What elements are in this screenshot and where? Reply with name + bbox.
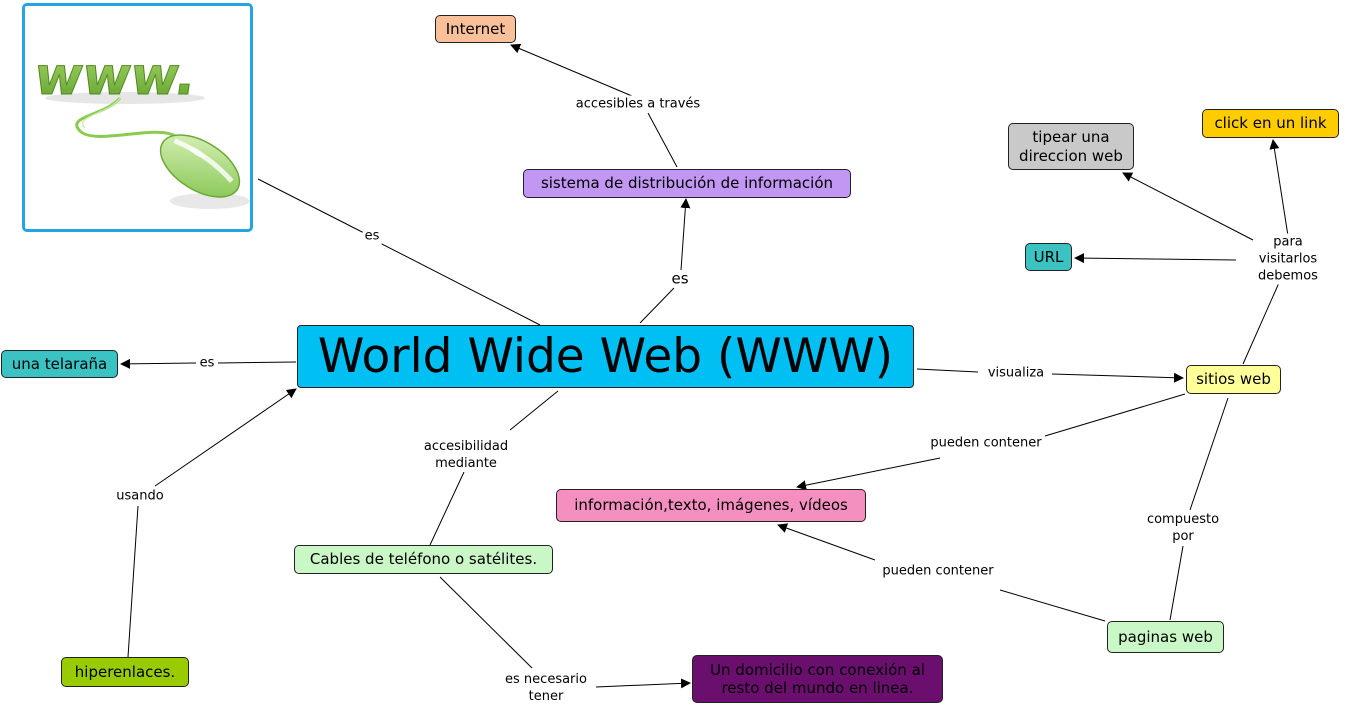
edge-www-visualiza: [916, 368, 979, 373]
node-world-wide-web[interactable]: World Wide Web (WWW): [297, 325, 914, 388]
edge-usando-www: [154, 388, 297, 487]
edge-www-accesibilidad: [509, 390, 559, 431]
edge-www-es2: [639, 287, 675, 324]
www-mouse-icon: www.: [30, 47, 250, 209]
link-label-usando: usando: [114, 487, 166, 505]
edge-sitios-pueden1: [1044, 393, 1186, 437]
edge-image-es: [257, 178, 371, 237]
node-sistema-distribucion[interactable]: sistema de distribución de información: [523, 169, 851, 198]
edge-sistema-accesibles: [647, 112, 678, 168]
node-telarana[interactable]: una telaraña: [1, 350, 118, 378]
edge-es2-sistema: [680, 198, 691, 271]
www-image: www.: [22, 3, 253, 232]
edge-visitarlos-url: [1074, 253, 1237, 264]
link-label-accesibilidad: accesibilidad mediante: [421, 438, 511, 472]
node-internet[interactable]: Internet: [435, 15, 516, 43]
edge-accesibles-internet: [510, 43, 633, 97]
node-cables[interactable]: Cables de teléfono o satélites.: [294, 545, 553, 574]
node-tipear-direccion[interactable]: tipear una direccion web: [1008, 123, 1134, 170]
edge-visualiza-sitios: [1051, 372, 1184, 383]
edge-cables-necesario: [439, 576, 533, 669]
link-label-es-necesario: es necesario tener: [503, 671, 589, 705]
node-paginas-web[interactable]: paginas web: [1107, 621, 1224, 653]
edge-es-www: [379, 242, 541, 326]
edge-pueden1-informacion: [796, 457, 941, 491]
edge-necesario-domicilio: [595, 678, 691, 689]
edge-hiper-usando: [127, 505, 139, 658]
edge-www-es3: [217, 361, 297, 364]
edge-compuesto-paginas: [1169, 545, 1184, 621]
node-informacion[interactable]: información,texto, imágenes, vídeos: [556, 489, 866, 522]
link-label-accesibles: accesibles a través: [573, 95, 703, 113]
link-label-visualiza: visualiza: [985, 364, 1047, 382]
node-hiperenlaces[interactable]: hiperenlaces.: [61, 657, 189, 687]
edge-visitarlos-tipear: [1122, 172, 1254, 241]
edge-paginas-pueden2: [999, 589, 1106, 622]
edge-visitarlos-click: [1269, 139, 1289, 237]
link-label-para-visitarlos: para visitarlos debemos: [1256, 233, 1320, 285]
node-url[interactable]: URL: [1025, 243, 1072, 271]
node-domicilio[interactable]: Un domicilio con conexión al resto del m…: [692, 655, 943, 703]
edge-sitios-compuesto: [1189, 397, 1229, 511]
link-label-es-telarana: es: [197, 354, 217, 372]
node-sitios-web[interactable]: sitios web: [1186, 365, 1281, 394]
edge-es3-telarana: [120, 358, 197, 369]
link-label-es-image: es: [362, 227, 382, 245]
edge-pueden2-informacion: [777, 523, 876, 561]
link-label-compuesto-por: compuesto por: [1144, 511, 1222, 545]
edge-sitios-visitarlos: [1242, 275, 1283, 365]
link-label-pueden-contener-2: pueden contener: [880, 562, 996, 580]
link-label-pueden-contener-1: pueden contener: [928, 434, 1044, 452]
svg-text:www.: www.: [31, 47, 200, 107]
edge-accesibilidad-cables: [429, 471, 465, 546]
node-click-link[interactable]: click en un link: [1202, 109, 1339, 138]
link-label-es-sistema: es: [669, 269, 691, 288]
